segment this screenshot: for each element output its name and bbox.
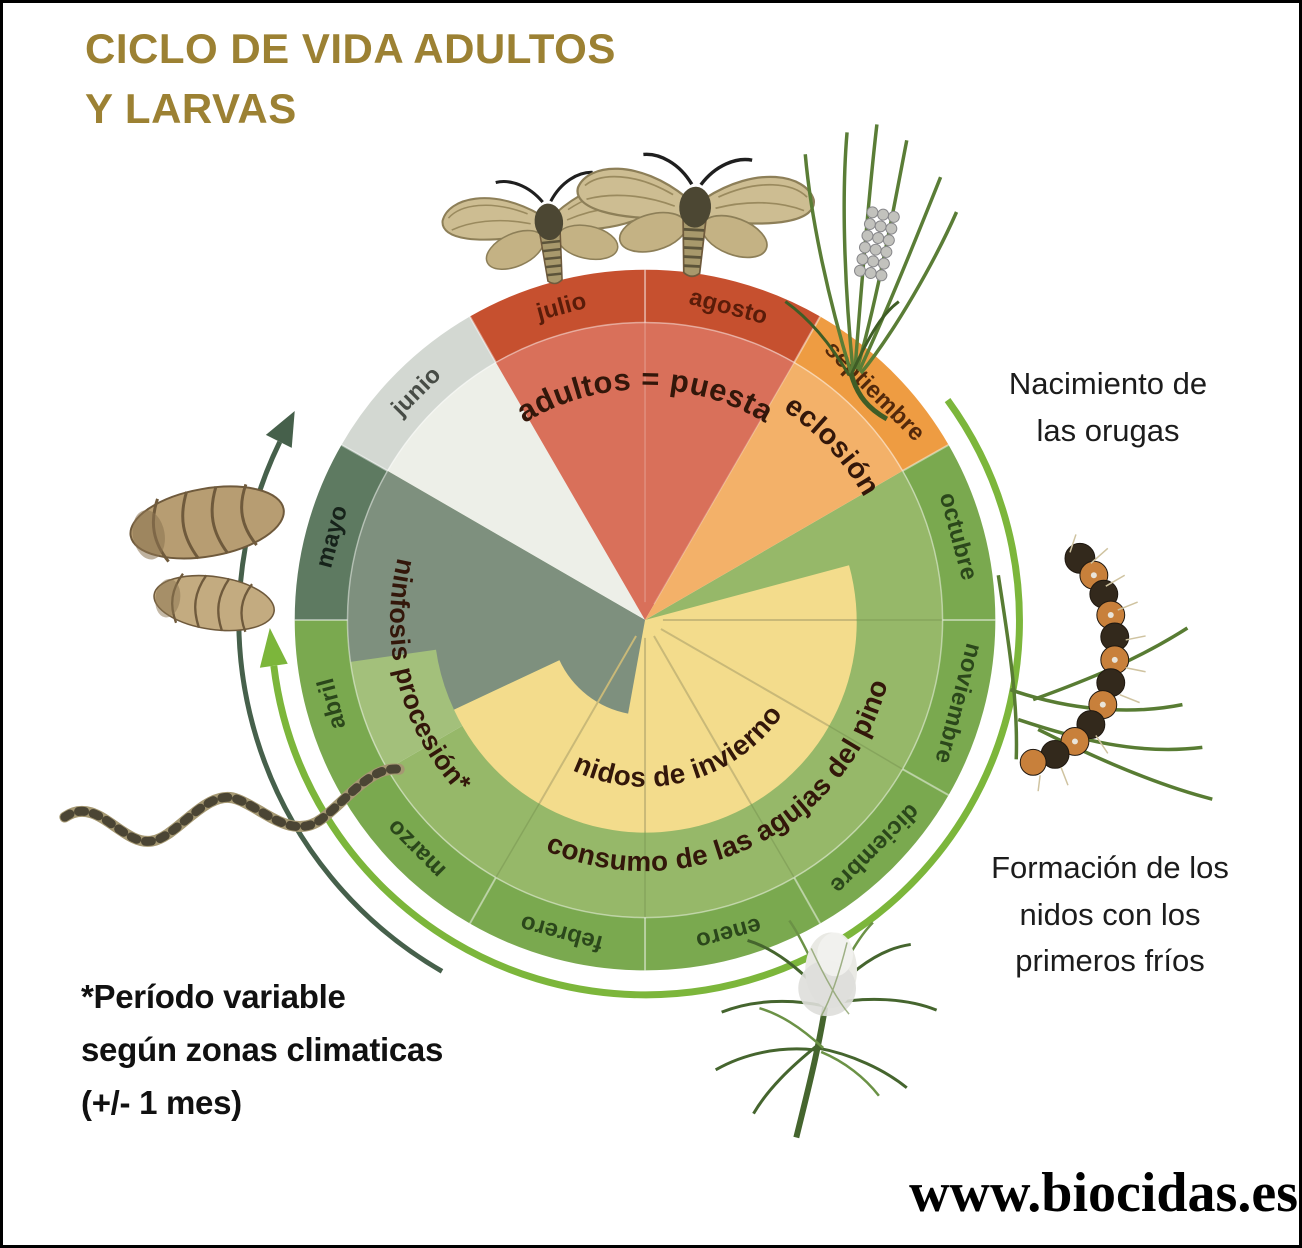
wedge-eclosion-orange bbox=[645, 362, 903, 621]
title-line-1: CICLO DE VIDA ADULTOS bbox=[85, 25, 616, 72]
birth-line-1: Nacimiento de bbox=[1008, 366, 1208, 401]
footnote-line-3: (+/- 1 mes) bbox=[81, 1083, 242, 1121]
radial-hairlines-top bbox=[644, 322, 795, 605]
formation-line-2: nidos con los bbox=[1019, 896, 1201, 932]
ring-sector-diciembre bbox=[794, 769, 949, 924]
ring-separators bbox=[294, 269, 996, 971]
caterpillar-body bbox=[1019, 542, 1130, 776]
radial-hairlines bbox=[538, 619, 857, 831]
ring-sector-agosto bbox=[645, 269, 821, 363]
formation-line-1: Formación de los bbox=[991, 850, 1229, 885]
caterpillar-on-pine-illustration bbox=[996, 534, 1213, 801]
ring-sector-febrero bbox=[469, 877, 646, 971]
footnote-line-1: *Período variable bbox=[81, 978, 346, 1015]
ring-sector-julio bbox=[469, 269, 646, 363]
ring-sector-enero bbox=[645, 877, 821, 971]
wedge-slate-mid bbox=[433, 514, 646, 710]
variable-period-footnote: *Período variable según zonas climaticas… bbox=[81, 971, 443, 1129]
dark-green-arrowhead-icon bbox=[265, 411, 295, 448]
ring-sector-junio bbox=[341, 316, 496, 471]
egg-cluster-on-pine-illustration bbox=[784, 124, 959, 422]
footnote-line-2: según zonas climaticas bbox=[81, 1030, 444, 1068]
bright-green-arrowhead-icon bbox=[259, 627, 288, 668]
annotation-nest-formation: Formación de los nidos con los primeros … bbox=[955, 845, 1265, 985]
pupae-illustration bbox=[129, 483, 285, 633]
ring-sector-septiembre bbox=[794, 316, 949, 471]
title-line-2: Y LARVAS bbox=[85, 84, 297, 132]
website-url: www.biocidas.es bbox=[909, 1162, 1298, 1224]
ring-sector-noviembre bbox=[902, 620, 996, 796]
ring-sector-octubre bbox=[902, 444, 996, 621]
ring-sector-marzo bbox=[341, 769, 496, 924]
life-cycle-diagram: adultos = puesta eclosión nidos de invie… bbox=[59, 124, 1213, 1139]
page-title: CICLO DE VIDA ADULTOS Y LARVAS bbox=[85, 19, 616, 138]
ring-sector-mayo bbox=[294, 444, 388, 621]
wedge-slate-center bbox=[550, 573, 646, 714]
egg-mass bbox=[854, 206, 900, 282]
month-ring bbox=[294, 269, 996, 971]
winter-nest-on-pine-illustration bbox=[714, 919, 938, 1139]
ring-sector-abril bbox=[294, 620, 388, 796]
wheel-inner-wedges bbox=[347, 322, 943, 919]
birth-line-2: las orugas bbox=[1036, 412, 1180, 448]
wedge-adultos-salmon bbox=[495, 322, 795, 621]
wedge-junio-white bbox=[387, 362, 646, 621]
caterpillar-procession-illustration bbox=[59, 763, 405, 847]
wedge-nidos-yellow bbox=[453, 565, 857, 833]
radial-hairlines-outer bbox=[495, 619, 943, 918]
ring-inner-edge bbox=[346, 321, 944, 919]
formation-line-3: primeros fríos bbox=[1015, 943, 1205, 978]
annotation-birth-of-caterpillars: Nacimiento de las orugas bbox=[978, 361, 1238, 454]
bright-green-cycle-arc bbox=[270, 398, 1023, 999]
